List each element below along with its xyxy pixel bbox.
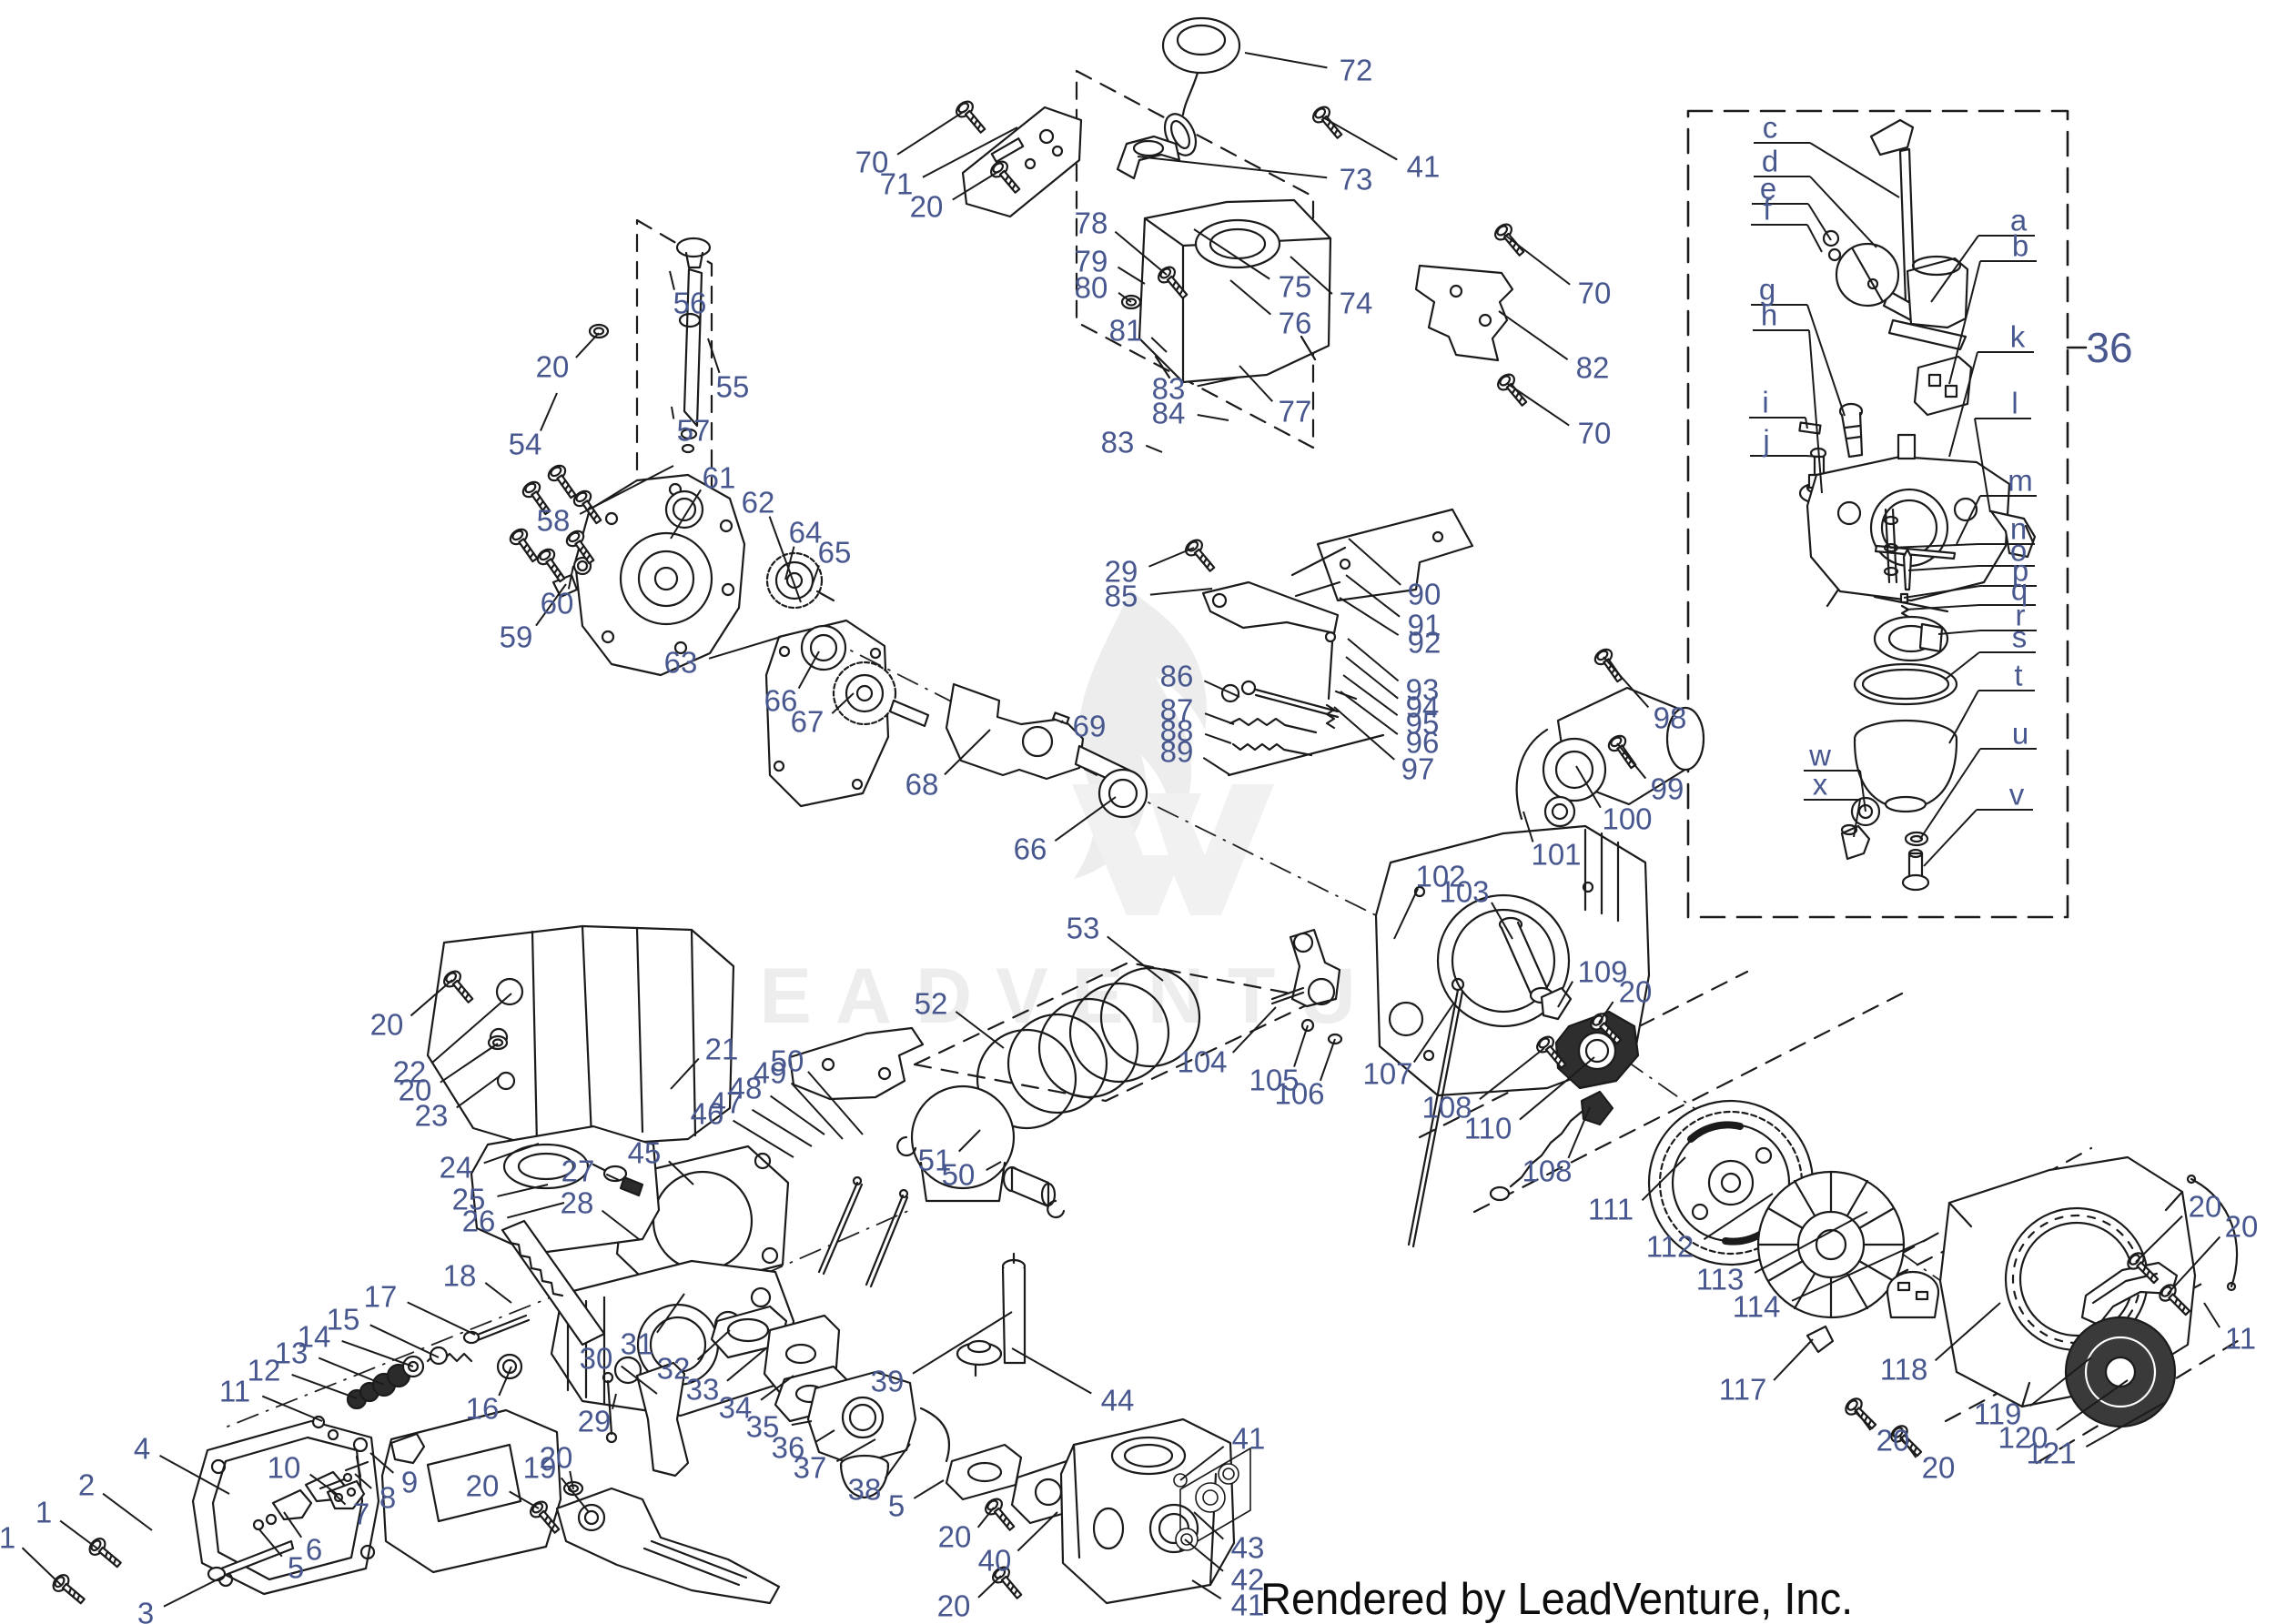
head-gasket [617, 1146, 788, 1296]
crankcase-cover [575, 475, 744, 675]
crank-bearing [1099, 770, 1147, 817]
oil-dipstick-rod [1409, 990, 1462, 1246]
fuel-inlet-elbow [1991, 511, 2035, 557]
carburetor-body [1807, 457, 2009, 600]
primer-parts-box [1174, 1448, 1250, 1551]
muffler-bracket [790, 1028, 923, 1099]
throttle-linkage [1222, 548, 1383, 775]
pin-clip [1047, 1201, 1064, 1217]
piston-rings [977, 968, 1199, 1128]
connecting-rod [1290, 930, 1340, 1006]
tank-heat-shield [1416, 266, 1512, 360]
camshaft [767, 553, 834, 608]
starter-cable [1517, 730, 1547, 819]
muffler [428, 926, 733, 1148]
filter-knob [957, 1341, 1001, 1376]
piston [897, 1086, 1064, 1217]
pump-gasket [1915, 357, 1971, 415]
bowl-oring [1855, 664, 1957, 704]
starter-rope [2191, 1179, 2237, 1286]
leadventure-watermark: LEADVENTURE [688, 953, 1536, 1040]
spark-plug [593, 1165, 642, 1195]
plug-wire [1511, 1112, 1582, 1186]
main-bearing [802, 626, 845, 670]
push-rods [819, 1177, 907, 1286]
speed-control-bracket [1318, 509, 1472, 600]
rocker-parts [254, 1316, 529, 1529]
throttle-bracket [1871, 120, 1913, 155]
plug-cap [1582, 1092, 1613, 1125]
breather-tube [1003, 1254, 1025, 1363]
timing-gear [834, 662, 928, 726]
control-plate [963, 107, 1081, 217]
housing-tab [1807, 1326, 1833, 1352]
ignition-coil [1491, 988, 1638, 1200]
air-box [471, 1126, 659, 1345]
cover-gasket-sq [382, 1410, 561, 1572]
intake-gaskets-and-carb [712, 1306, 1087, 1523]
governor-spring [1230, 719, 1316, 732]
rendered-by-credit: Rendered by LeadVenture, Inc. [1260, 1575, 1854, 1624]
oil-dipstick [677, 238, 710, 452]
return-spring [1233, 744, 1311, 755]
tube-spring [510, 1243, 562, 1296]
washer-f [1829, 249, 1840, 260]
crank-key [1053, 712, 1068, 723]
pin-i [1799, 423, 1820, 434]
float-needle [1904, 550, 1911, 590]
lower-shroud [557, 1488, 779, 1603]
fuel-line [921, 1408, 949, 1461]
valve-bracket [603, 1363, 688, 1476]
choke-rod [1229, 735, 1383, 775]
starter-cup [1887, 1272, 1938, 1317]
carb-detail-parts [1799, 120, 2035, 890]
cover-gasket [766, 620, 888, 806]
pin-clip [897, 1137, 915, 1155]
cooling-fan [1758, 1172, 1904, 1317]
fan-blades [1758, 1172, 1904, 1317]
intake-tube [502, 1221, 604, 1345]
